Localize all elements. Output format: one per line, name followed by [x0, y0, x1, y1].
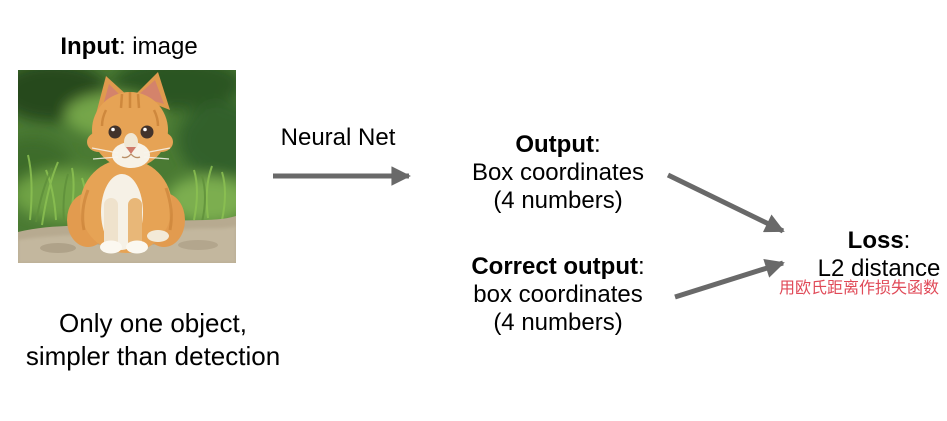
- kitten-photo-svg: [18, 70, 236, 263]
- loss-title: Loss:: [800, 227, 947, 255]
- output-title: Output:: [445, 131, 671, 159]
- output-title-colon: :: [593, 131, 601, 158]
- input-label: Input: image: [38, 33, 220, 61]
- kitten-photo: [18, 70, 236, 263]
- grass-blades: [27, 154, 226, 226]
- loss-title-colon: :: [903, 227, 911, 254]
- output-to-loss-arrow: [666, 172, 785, 234]
- whiskers: [91, 147, 171, 160]
- correct-output-title-bold: Correct output: [471, 253, 638, 280]
- correct-output-title: Correct output:: [435, 253, 681, 281]
- correct-output-title-colon: :: [637, 253, 645, 280]
- loss-title-bold: Loss: [847, 227, 904, 254]
- input-label-bold: Input: [60, 33, 119, 60]
- input-label-rest: : image: [118, 33, 198, 60]
- output-line2: Box coordinates: [471, 159, 645, 186]
- loss-annotation-zh: 用欧氏距离作损失函数: [778, 280, 939, 297]
- neural-net-label: Neural Net: [280, 124, 396, 151]
- caption: Only one object, simpler than detection: [15, 307, 291, 373]
- correct-output-to-loss-arrow: [674, 258, 785, 300]
- output-line3: (4 numbers): [493, 187, 623, 214]
- caption-line1: Only one object,: [59, 308, 247, 338]
- forehead-stripes: [100, 92, 160, 127]
- output-title-bold: Output: [515, 131, 594, 158]
- grass-blades-dark: [35, 167, 206, 223]
- caption-line2: simpler than detection: [25, 341, 281, 371]
- loss-line2: L2 distance: [817, 255, 941, 282]
- kitten: [67, 72, 185, 254]
- output-block: Output: Box coordinates (4 numbers): [445, 131, 671, 215]
- correct-output-line2: box coordinates: [473, 281, 643, 308]
- correct-output-line3: (4 numbers): [493, 309, 623, 336]
- loss-block: Loss: L2 distance: [800, 227, 947, 283]
- correct-output-block: Correct output: box coordinates (4 numbe…: [435, 253, 681, 337]
